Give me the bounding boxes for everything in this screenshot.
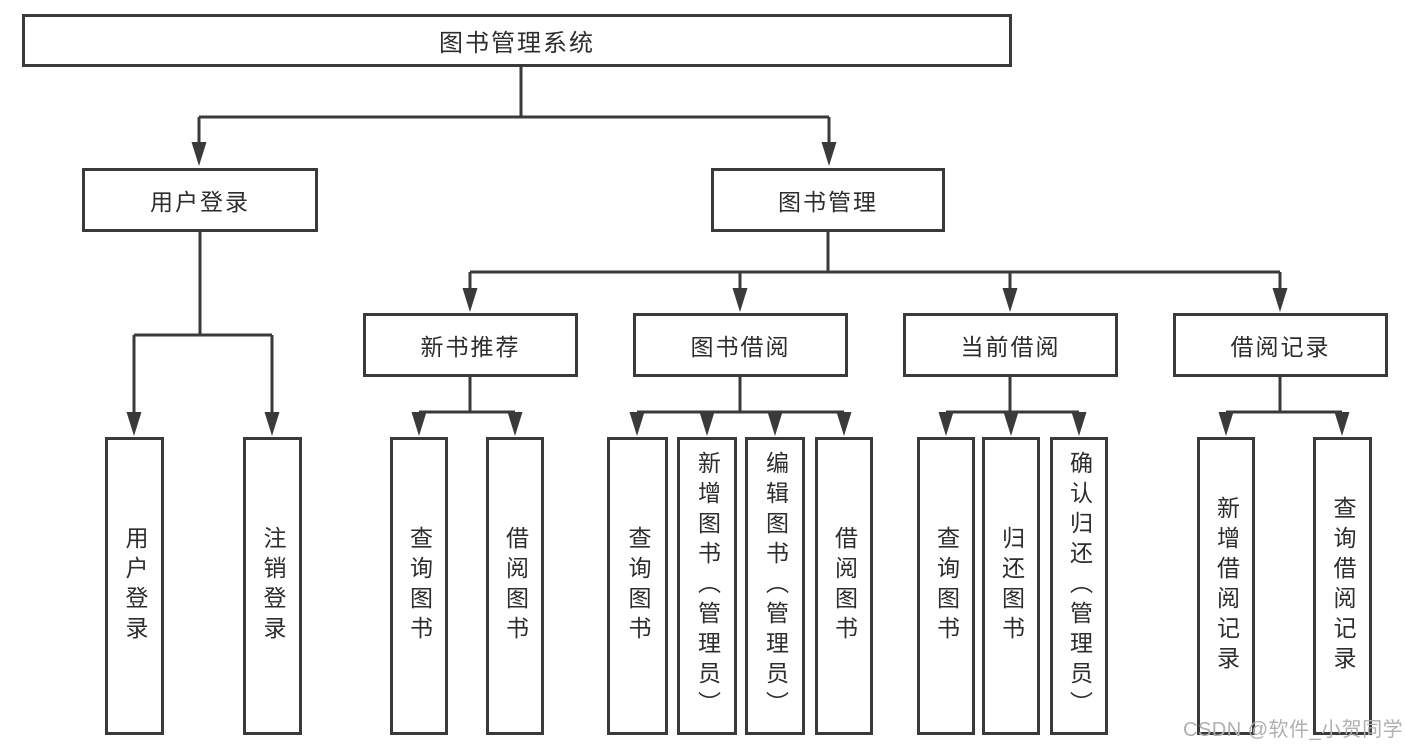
leaf-confirm-return-admin-label: 确认归还（管理员） xyxy=(1066,451,1093,721)
leaf-query-books-2-label: 查询图书 xyxy=(625,526,651,646)
leaf-query-books-2: 查询图书 xyxy=(607,437,668,735)
watermark: CSDN @软件_小贺同学 xyxy=(1183,719,1404,741)
leaf-confirm-return-admin: 确认归还（管理员） xyxy=(1050,437,1108,735)
connector-paths xyxy=(132,67,1344,421)
leaf-query-books-1: 查询图书 xyxy=(390,437,448,735)
leaf-add-books-admin: 新增图书（管理员） xyxy=(677,437,737,735)
arrowheads xyxy=(126,142,1350,436)
node-current-borrowing: 当前借阅 xyxy=(903,313,1118,377)
node-new-book-recommend: 新书推荐 xyxy=(363,313,578,377)
leaf-user-login: 用户登录 xyxy=(105,437,164,735)
leaf-borrow-books-2-label: 借阅图书 xyxy=(831,526,858,646)
leaf-user-login-label: 用户登录 xyxy=(122,526,148,646)
leaf-add-borrow-record: 新增借阅记录 xyxy=(1197,437,1255,735)
leaf-logout-label: 注销登录 xyxy=(260,526,286,646)
leaf-return-books-label: 归还图书 xyxy=(998,526,1025,646)
leaf-query-books-1-label: 查询图书 xyxy=(406,526,433,646)
node-book-management: 图书管理 xyxy=(711,168,945,232)
leaf-borrow-books-1: 借阅图书 xyxy=(486,437,544,735)
leaf-query-borrow-record: 查询借阅记录 xyxy=(1313,437,1372,735)
node-borrowing-records: 借阅记录 xyxy=(1173,313,1388,377)
leaf-return-books: 归还图书 xyxy=(982,437,1040,735)
leaf-borrow-books-2: 借阅图书 xyxy=(815,437,873,735)
leaf-query-books-3-label: 查询图书 xyxy=(933,526,960,646)
leaf-borrow-books-1-label: 借阅图书 xyxy=(502,526,529,646)
leaf-add-borrow-record-label: 新增借阅记录 xyxy=(1213,496,1240,676)
leaf-edit-books-admin-label: 编辑图书（管理员） xyxy=(762,451,789,721)
leaf-edit-books-admin: 编辑图书（管理员） xyxy=(745,437,805,735)
node-book-borrowing: 图书借阅 xyxy=(633,313,848,377)
leaf-add-books-admin-label: 新增图书（管理员） xyxy=(694,451,721,721)
leaf-query-borrow-record-label: 查询借阅记录 xyxy=(1330,496,1356,676)
leaf-logout: 注销登录 xyxy=(243,437,302,735)
node-library-management-system: 图书管理系统 xyxy=(22,14,1012,67)
node-user-login: 用户登录 xyxy=(82,168,318,232)
leaf-query-books-3: 查询图书 xyxy=(917,437,975,735)
